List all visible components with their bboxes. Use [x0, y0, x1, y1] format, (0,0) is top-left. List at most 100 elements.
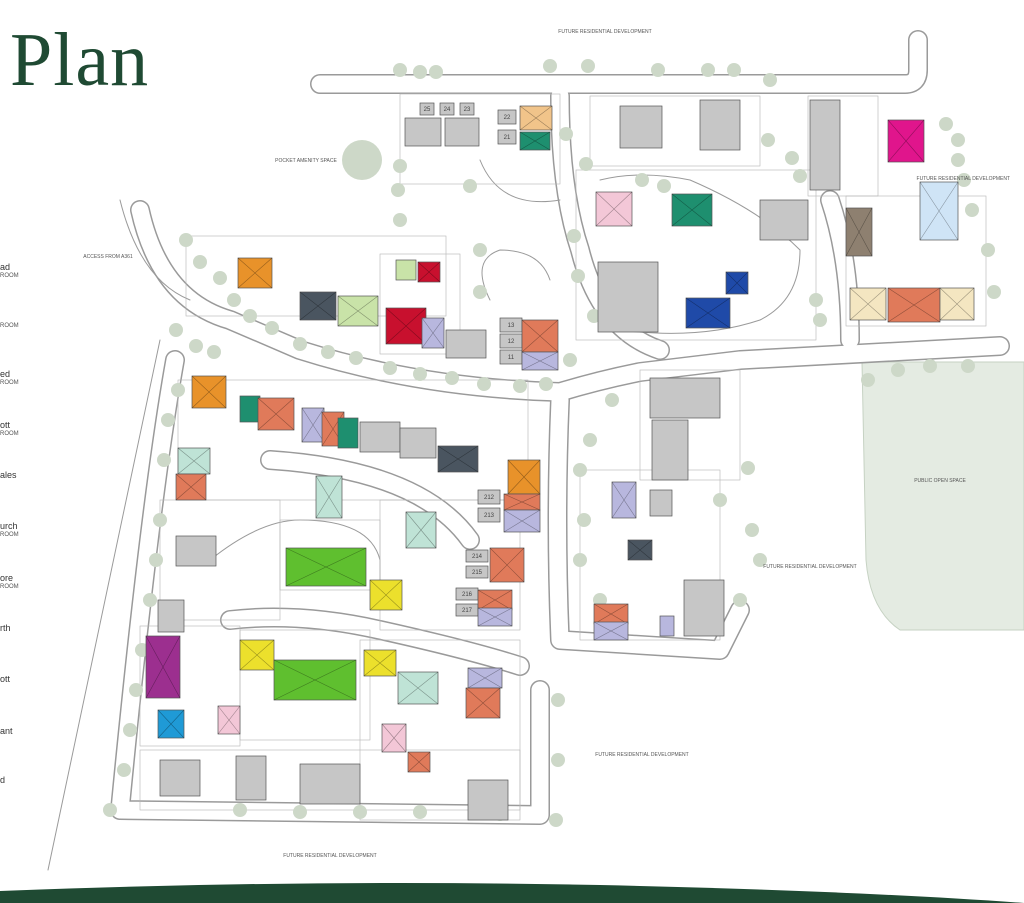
tree	[965, 203, 979, 217]
roof-ridge	[407, 751, 431, 773]
tree	[349, 351, 363, 365]
house-footprint	[407, 751, 431, 773]
tree	[651, 63, 665, 77]
future-development-label-top: FUTURE RESIDENTIAL DEVELOPMENT	[558, 29, 651, 35]
tree	[243, 309, 257, 323]
roof-ridge	[627, 539, 653, 561]
tree	[117, 763, 131, 777]
house-plot	[725, 271, 749, 295]
roof-ridge	[315, 475, 343, 519]
plot-number: 217	[462, 608, 473, 614]
roof-ridge	[595, 191, 633, 227]
legend-item: ott	[0, 674, 11, 684]
roof-ridge	[845, 207, 873, 257]
roof-ridge	[519, 105, 553, 131]
tree	[413, 805, 427, 819]
roof-ridge	[381, 723, 407, 753]
roof-ridge	[507, 459, 541, 495]
roof-ridge	[301, 407, 325, 443]
house-footprint	[459, 102, 475, 116]
roof-ridge	[919, 181, 959, 241]
house-footprint	[521, 319, 559, 353]
house-plot	[521, 319, 559, 353]
tree	[593, 593, 607, 607]
house-plot: 212	[477, 489, 501, 505]
tree	[571, 269, 585, 283]
house-plot	[845, 207, 873, 257]
tree	[193, 255, 207, 269]
tree	[543, 59, 557, 73]
tree	[763, 73, 777, 87]
tree	[213, 271, 227, 285]
house-footprint	[315, 475, 343, 519]
house-plot	[237, 257, 273, 289]
house-plot: 13	[499, 317, 523, 333]
roof-ridge	[521, 319, 559, 353]
house-footprint	[437, 445, 479, 473]
house-plot	[397, 671, 439, 705]
tree	[581, 59, 595, 73]
house-footprint	[157, 599, 185, 633]
house-plot: 214	[465, 549, 489, 563]
house-plot	[683, 579, 725, 637]
tree	[207, 345, 221, 359]
house-footprint	[397, 671, 439, 705]
roof-ridge	[145, 635, 181, 699]
house-footprint	[919, 181, 959, 241]
house-plot	[337, 417, 359, 449]
plot-number: 11	[508, 355, 515, 361]
public-open-space-label: PUBLIC OPEN SPACE	[914, 478, 966, 484]
house-plot	[503, 493, 541, 511]
house-footprint	[593, 621, 629, 641]
tree	[391, 183, 405, 197]
tree	[353, 805, 367, 819]
roof-ridge	[939, 287, 975, 321]
tree	[727, 63, 741, 77]
house-plot	[175, 535, 217, 567]
roof-ridge	[273, 659, 357, 701]
house-footprint	[445, 329, 487, 359]
plot-boundaries	[139, 93, 987, 821]
house-footprint	[175, 473, 207, 501]
roof-ridge	[465, 687, 501, 719]
roof-ridge	[437, 445, 479, 473]
tree	[129, 683, 143, 697]
house-plot	[437, 445, 479, 473]
house-plot	[593, 603, 629, 625]
tree	[605, 393, 619, 407]
house-plot: 23	[459, 102, 475, 116]
tree	[321, 345, 335, 359]
tree	[539, 377, 553, 391]
house-footprint	[649, 377, 721, 419]
tree	[657, 179, 671, 193]
tree	[577, 513, 591, 527]
tree	[753, 553, 767, 567]
house-footprint	[285, 547, 367, 587]
house-footprint	[157, 709, 185, 739]
page-title: Plan	[10, 18, 150, 102]
roof-ridge	[521, 351, 559, 371]
house-footprint	[659, 615, 675, 637]
roof-ridge	[503, 493, 541, 511]
house-plot	[887, 119, 925, 163]
house-footprint	[649, 489, 673, 517]
house-footprint	[363, 649, 397, 677]
house-plot	[465, 687, 501, 719]
house-footprint	[404, 117, 442, 147]
house-plot	[699, 99, 741, 151]
plot-number: 23	[464, 107, 471, 113]
house-plot	[359, 421, 401, 453]
tree	[701, 63, 715, 77]
legend-item: ales	[0, 470, 17, 480]
house-plot	[157, 599, 185, 633]
house-plot	[611, 481, 637, 519]
tree	[981, 243, 995, 257]
house-footprint	[257, 397, 295, 431]
house-plot: 12	[499, 333, 523, 349]
house-footprint	[477, 489, 501, 505]
roof-ridge	[177, 447, 211, 475]
house-footprint	[619, 105, 663, 149]
